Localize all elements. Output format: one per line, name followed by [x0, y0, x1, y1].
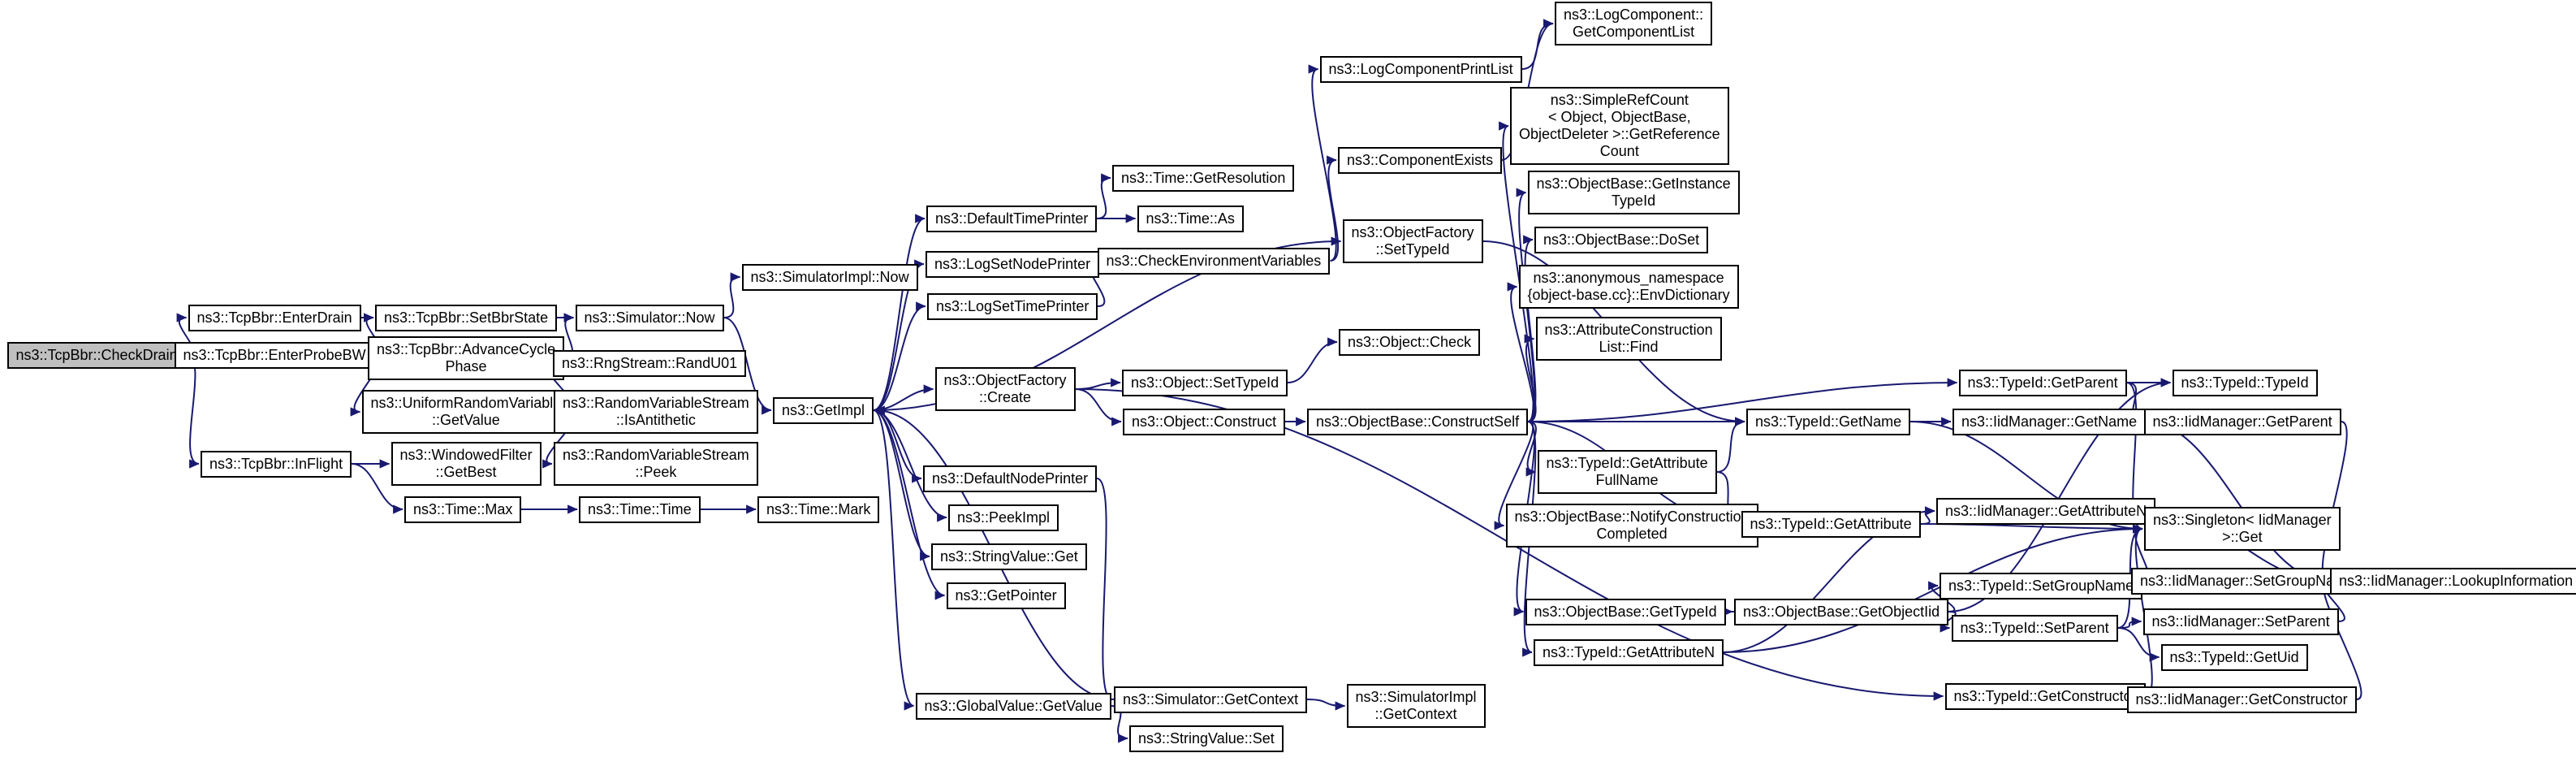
edge-checkEnv--logCompPrintList: [1308, 64, 1337, 262]
edge-defaultTimePrinter--timeGetResolution: [1096, 173, 1111, 219]
node-envDictionary[interactable]: ns3::anonymous_namespace {object-base.cc…: [1518, 265, 1739, 309]
node-globalGetValue[interactable]: ns3::GlobalValue::GetValue: [915, 692, 1111, 720]
edge-simNow--getImpl: [723, 317, 772, 415]
node-objSetTypeId[interactable]: ns3::Object::SetTypeId: [1122, 369, 1288, 396]
edge-simNow--simImplNow: [723, 272, 741, 318]
node-typeIdGetAttribute[interactable]: ns3::TypeId::GetAttribute: [1741, 510, 1921, 538]
node-iidGetConstructor[interactable]: ns3::IidManager::GetConstructor: [2126, 686, 2357, 713]
node-typeIdSetGroupName[interactable]: ns3::TypeId::SetGroupName: [1940, 572, 2143, 599]
node-stringValueGet[interactable]: ns3::StringValue::Get: [931, 543, 1087, 570]
edge-getImpl--getPointer: [873, 409, 946, 600]
node-getPointer[interactable]: ns3::GetPointer: [946, 582, 1066, 609]
node-logCompPrintList[interactable]: ns3::LogComponentPrintList: [1319, 55, 1522, 83]
node-advanceCyclePhase[interactable]: ns3::TcpBbr::AdvanceCycle Phase: [368, 336, 565, 380]
node-logSetNodePrinter[interactable]: ns3::LogSetNodePrinter: [926, 250, 1100, 278]
node-timeMax[interactable]: ns3::Time::Max: [404, 496, 522, 523]
node-getAttrFullName[interactable]: ns3::TypeId::GetAttribute FullName: [1537, 450, 1717, 494]
node-windowedGetBest[interactable]: ns3::WindowedFilter ::GetBest: [390, 442, 542, 486]
edge-getObjectIid--typeIdSetParent: [1940, 611, 1957, 633]
node-typeIdSetParent[interactable]: ns3::TypeId::SetParent: [1951, 614, 2118, 642]
node-stringValueSet[interactable]: ns3::StringValue::Set: [1129, 725, 1284, 752]
edge-getImpl--defaultTimePrinter: [873, 214, 926, 411]
edge-defaultNodePrinter--simGetContext: [1096, 478, 1113, 704]
node-getInstanceTypeId[interactable]: ns3::ObjectBase::GetInstance TypeId: [1527, 171, 1740, 214]
node-typeIdGetParent[interactable]: ns3::TypeId::GetParent: [1958, 369, 2127, 396]
node-factorySetTypeId[interactable]: ns3::ObjectFactory ::SetTypeId: [1342, 219, 1483, 263]
node-getObjectIid[interactable]: ns3::ObjectBase::GetObjectIid: [1734, 598, 1949, 625]
node-simNow[interactable]: ns3::Simulator::Now: [575, 304, 724, 331]
node-getRefCount[interactable]: ns3::SimpleRefCount < Object, ObjectBase…: [1510, 87, 1729, 165]
node-timeTime[interactable]: ns3::Time::Time: [579, 496, 701, 523]
edge-objSetTypeId--objCheck: [1287, 337, 1338, 383]
node-factoryCreate[interactable]: ns3::ObjectFactory ::Create: [934, 367, 1076, 411]
node-timeGetResolution[interactable]: ns3::Time::GetResolution: [1112, 164, 1295, 192]
node-singletonGet[interactable]: ns3::Singleton< IidManager >::Get: [2144, 507, 2341, 551]
node-typeIdGetConstructor[interactable]: ns3::TypeId::GetConstructor: [1944, 682, 2146, 710]
node-inFlight[interactable]: ns3::TcpBbr::InFlight: [201, 450, 352, 478]
edge-typeIdSetParent--iidSetParent: [2117, 617, 2142, 629]
edge-typeIdSetParent--typeIdGetUid: [2117, 627, 2160, 662]
node-setBbrState[interactable]: ns3::TcpBbr::SetBbrState: [375, 304, 558, 331]
node-objBaseGetTypeId[interactable]: ns3::ObjectBase::GetTypeId: [1525, 598, 1726, 625]
node-simGetContext[interactable]: ns3::Simulator::GetContext: [1114, 686, 1308, 713]
node-iidSetGroupName[interactable]: ns3::IidManager::SetGroupName: [2131, 567, 2364, 595]
node-lookupInformation[interactable]: ns3::IidManager::LookupInformation: [2330, 567, 2576, 595]
node-checkDrain[interactable]: ns3::TcpBbr::CheckDrain: [6, 341, 187, 369]
edge-getImpl--globalGetValue: [873, 409, 915, 711]
node-componentExists[interactable]: ns3::ComponentExists: [1338, 146, 1503, 174]
edge-constructSelf--envDictionary: [1507, 282, 1535, 422]
node-objCheck[interactable]: ns3::Object::Check: [1339, 328, 1481, 356]
node-timeAs[interactable]: ns3::Time::As: [1137, 205, 1244, 232]
edge-inFlight--timeMax: [351, 463, 403, 514]
node-rvsPeek[interactable]: ns3::RandomVariableStream ::Peek: [554, 442, 758, 486]
node-defaultNodePrinter[interactable]: ns3::DefaultNodePrinter: [923, 465, 1098, 492]
node-typeIdGetName[interactable]: ns3::TypeId::GetName: [1746, 408, 1911, 435]
node-isAntithetic[interactable]: ns3::RandomVariableStream ::IsAntithetic: [554, 390, 758, 434]
edge-factoryCreate--objConstruct: [1075, 388, 1122, 426]
node-enterProbeBW[interactable]: ns3::TcpBbr::EnterProbeBW: [174, 341, 375, 369]
node-iidGetAttributeN[interactable]: ns3::IidManager::GetAttributeN: [1936, 497, 2156, 525]
node-iidGetName[interactable]: ns3::IidManager::GetName: [1952, 408, 2147, 435]
node-simImplGetContext[interactable]: ns3::SimulatorImpl ::GetContext: [1346, 684, 1486, 728]
node-doSet[interactable]: ns3::ObjectBase::DoSet: [1534, 226, 1709, 253]
node-iidGetParent[interactable]: ns3::IidManager::GetParent: [2143, 408, 2341, 435]
node-typeIdGetUid[interactable]: ns3::TypeId::GetUid: [2160, 643, 2308, 671]
node-objConstruct[interactable]: ns3::Object::Construct: [1123, 408, 1286, 435]
node-uniformGetValue[interactable]: ns3::UniformRandomVariable ::GetValue: [361, 390, 571, 434]
node-notifyConstructionCompleted[interactable]: ns3::ObjectBase::NotifyConstruction Comp…: [1505, 504, 1758, 547]
node-aclFind[interactable]: ns3::AttributeConstruction List::Find: [1535, 317, 1722, 361]
node-enterDrain[interactable]: ns3::TcpBbr::EnterDrain: [188, 304, 361, 331]
node-constructSelf[interactable]: ns3::ObjectBase::ConstructSelf: [1307, 408, 1529, 435]
edge-constructSelf--getAttrFullName: [1525, 421, 1537, 477]
node-defaultTimePrinter[interactable]: ns3::DefaultTimePrinter: [926, 205, 1098, 232]
node-checkEnv[interactable]: ns3::CheckEnvironmentVariables: [1097, 247, 1331, 275]
edge-constructSelf--typeIdGetParent: [1527, 378, 1958, 422]
node-typeIdGetAttributeN[interactable]: ns3::TypeId::GetAttributeN: [1534, 638, 1724, 666]
node-randU01[interactable]: ns3::RngStream::RandU01: [553, 349, 747, 377]
edge-checkEnv--componentExists: [1327, 155, 1340, 262]
node-logSetTimePrinter[interactable]: ns3::LogSetTimePrinter: [927, 292, 1098, 320]
edge-simGetContext--simImplGetContext: [1306, 699, 1346, 711]
node-getComponentList[interactable]: ns3::LogComponent:: GetComponentList: [1555, 2, 1713, 45]
edge-getObjectIid--typeIdCtor: [1948, 378, 2172, 612]
node-peekImpl[interactable]: ns3::PeekImpl: [948, 504, 1059, 531]
node-getImpl[interactable]: ns3::GetImpl: [773, 396, 874, 424]
edge-getAttrFullName--typeIdGetName: [1716, 417, 1745, 473]
node-iidSetParent[interactable]: ns3::IidManager::SetParent: [2142, 608, 2339, 635]
node-simImplNow[interactable]: ns3::SimulatorImpl::Now: [741, 263, 918, 291]
node-timeMark[interactable]: ns3::Time::Mark: [757, 496, 880, 523]
node-typeIdCtor[interactable]: ns3::TypeId::TypeId: [2172, 369, 2318, 396]
edge-constructSelf--aclFind: [1524, 334, 1537, 422]
